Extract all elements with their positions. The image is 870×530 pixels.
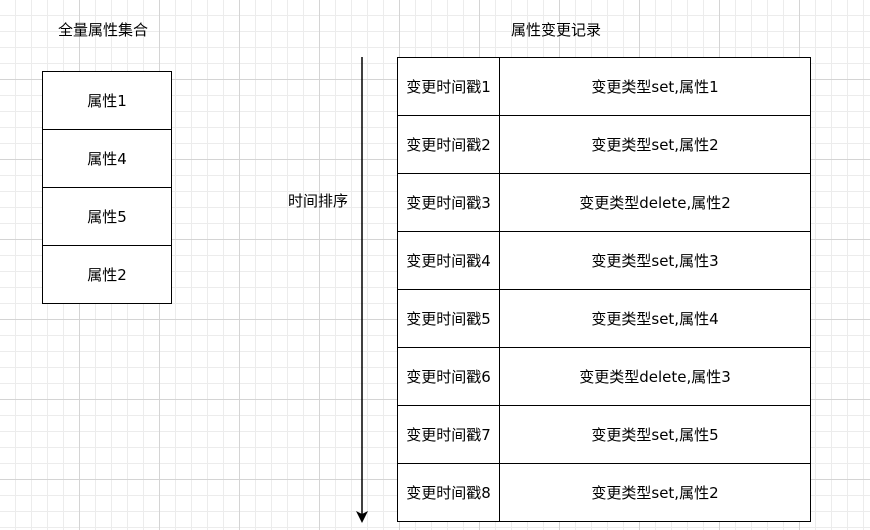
change-cell: 变更类型set,属性1 — [591, 78, 719, 96]
time-order-label: 时间排序 — [288, 192, 349, 210]
change-log-row: 变更时间戳3 变更类型delete,属性2 — [398, 174, 810, 232]
change-cell: 变更类型delete,属性2 — [579, 194, 731, 212]
attribute-set-box: 属性1 属性4 属性5 属性2 — [42, 71, 172, 304]
attribute-cell: 属性5 — [43, 188, 171, 246]
change-log-row: 变更时间戳5 变更类型set,属性4 — [398, 290, 810, 348]
change-cell: 变更类型set,属性2 — [591, 484, 719, 502]
attribute-cell: 属性4 — [43, 130, 171, 188]
timestamp-cell: 变更时间戳4 — [398, 232, 500, 289]
timestamp-cell: 变更时间戳3 — [398, 174, 500, 231]
change-cell: 变更类型set,属性3 — [591, 252, 719, 270]
change-cell: 变更类型set,属性4 — [591, 310, 719, 328]
attribute-cell: 属性1 — [43, 72, 171, 130]
attribute-cell: 属性2 — [87, 266, 127, 284]
timestamp-cell: 变更时间戳8 — [398, 464, 500, 521]
change-log-row: 变更时间戳7 变更类型set,属性5 — [398, 406, 810, 464]
attribute-set-title: 全量属性集合 — [58, 21, 149, 39]
change-log-row: 变更时间戳6 变更类型delete,属性3 — [398, 348, 810, 406]
timestamp-cell: 变更时间戳5 — [398, 290, 500, 347]
timestamp-cell: 变更时间戳2 — [398, 116, 500, 173]
timestamp-cell: 变更时间戳6 — [398, 348, 500, 405]
change-log-row: 变更时间戳1 变更类型set,属性1 — [398, 58, 810, 116]
change-log-row: 变更时间戳2 变更类型set,属性2 — [398, 116, 810, 174]
change-log-title: 属性变更记录 — [511, 21, 602, 39]
change-log-row: 变更时间戳4 变更类型set,属性3 — [398, 232, 810, 290]
timestamp-cell: 变更时间戳1 — [398, 58, 500, 115]
change-log-row: 变更时间戳8 变更类型set,属性2 — [398, 464, 810, 521]
timestamp-cell: 变更时间戳7 — [398, 406, 500, 463]
change-log-table: 变更时间戳1 变更类型set,属性1 变更时间戳2 变更类型set,属性2 变更… — [397, 57, 811, 522]
change-cell: 变更类型delete,属性3 — [579, 368, 731, 386]
change-cell: 变更类型set,属性2 — [591, 136, 719, 154]
change-cell: 变更类型set,属性5 — [591, 426, 719, 444]
time-order-arrow — [356, 57, 368, 523]
